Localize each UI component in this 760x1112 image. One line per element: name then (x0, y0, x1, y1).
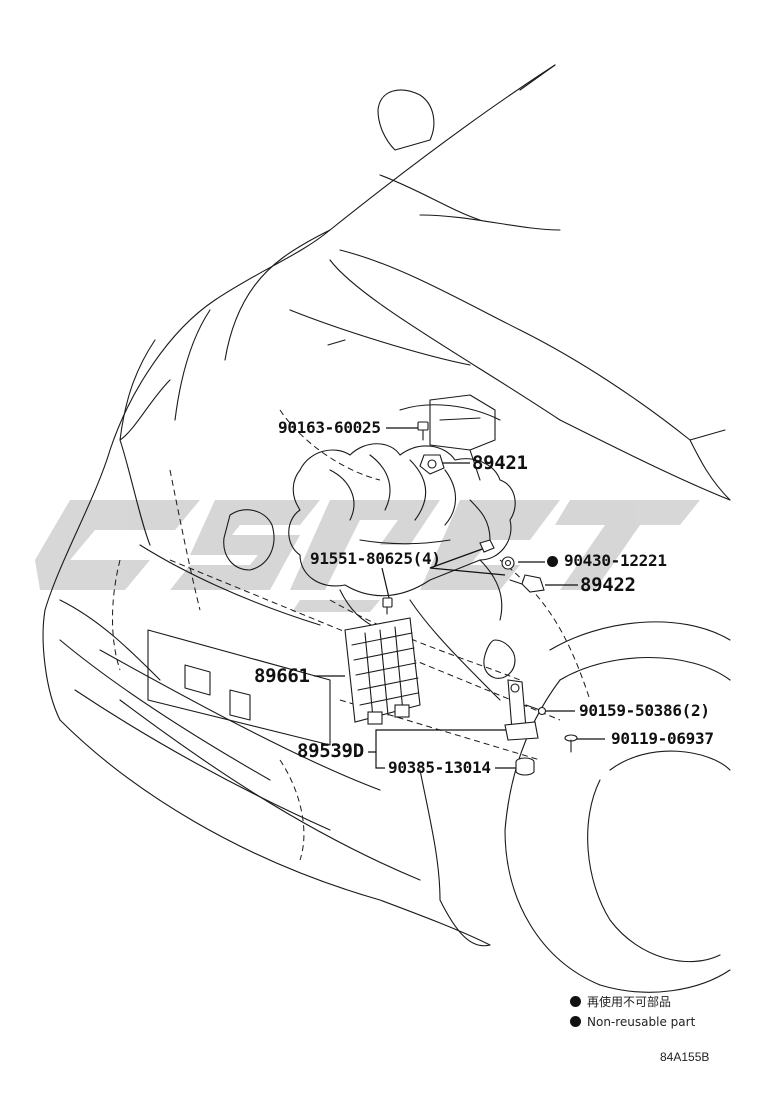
part-label-89661[interactable]: 89661 (254, 665, 310, 687)
watermark (35, 500, 700, 612)
leader-lines (314, 427, 605, 769)
bolt-91551-lower (382, 597, 393, 615)
sensor-89422 (509, 574, 545, 593)
screw-90119 (564, 734, 578, 753)
part-label-90163-60025[interactable]: 90163-60025 (278, 418, 381, 437)
part-label-91551-80625[interactable]: 91551-80625(4) (310, 549, 441, 568)
nut-90430 (501, 556, 515, 570)
sensor-89421 (419, 454, 445, 475)
legend-ja-text: 再使用不可部品 (587, 995, 672, 1009)
non-reusable-legend-icon (570, 996, 581, 1007)
non-reusable-marker-icon (547, 556, 558, 567)
figure-code: 84A155B (660, 1050, 710, 1064)
screw-90159 (537, 706, 547, 716)
hardware-parts (344, 421, 578, 776)
legend-japanese: 再使用不可部品 (570, 995, 671, 1009)
legend-en-text: Non-reusable part (587, 1015, 696, 1029)
bolt-90163 (417, 421, 429, 441)
part-label-89421[interactable]: 89421 (472, 452, 528, 474)
part-label-90159-50386[interactable]: 90159-50386(2) (579, 701, 710, 720)
grommet-90385 (515, 757, 535, 776)
bolt-91551-upper (479, 539, 495, 553)
part-number-text: 90430-12221 (564, 551, 667, 570)
part-label-89539D[interactable]: 89539D (297, 740, 364, 762)
part-label-90430-12221[interactable]: 90430-12221 (547, 552, 667, 570)
legend-english: Non-reusable part (570, 1015, 695, 1029)
ecu-89661 (344, 617, 421, 725)
non-reusable-legend-icon (570, 1016, 581, 1027)
part-label-90119-06937[interactable]: 90119-06937 (611, 729, 714, 748)
part-label-90385-13014[interactable]: 90385-13014 (388, 758, 491, 777)
part-label-89422[interactable]: 89422 (580, 574, 636, 596)
bracket-89539D (504, 679, 541, 741)
vehicle-front-outline (42, 64, 731, 993)
